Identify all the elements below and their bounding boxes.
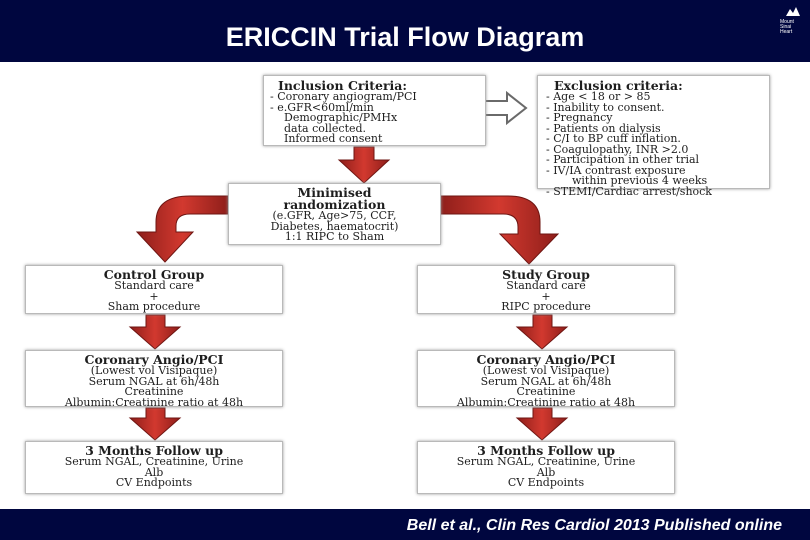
header-bar: ERICCIN Trial Flow Diagram Mount Sinai H… [0, 0, 810, 62]
randomization-line: 1:1 RIPC to Sham [284, 230, 385, 243]
randomization-box: Minimised randomization (e.GFR, Age>75, … [228, 183, 441, 245]
exclusion-line: - Age < 18 or > 85 [546, 90, 651, 103]
followup-line: Alb [144, 465, 164, 479]
study-group-line: Standard care [506, 279, 586, 292]
followup-line: Serum NGAL, Creatinine, Urine [64, 455, 244, 468]
exclusion-line: - Inability to consent. [546, 100, 665, 114]
logo: Mount Sinai Heart [780, 6, 806, 36]
study-group-box: Study Group Standard care + RIPC procedu… [417, 265, 675, 314]
down-arrow-icon [337, 146, 391, 184]
followup-line: CV Endpoints [507, 476, 585, 489]
exclusion-heading: Exclusion criteria: [554, 78, 683, 93]
down-arrow-icon [515, 407, 569, 441]
inclusion-line: Demographic/PMHx [284, 111, 398, 124]
angio-pci-line: Serum NGAL at 6h/48h [480, 374, 612, 388]
angio-pci-line: Albumin:Creatinine ratio at 48h [456, 395, 636, 409]
exclusion-line: - C/I to BP cuff inflation. [546, 132, 681, 145]
inclusion-criteria-box: Inclusion Criteria: - Coronary angiogram… [263, 75, 486, 146]
followup-heading: 3 Months Follow up [477, 443, 615, 458]
page-title: ERICCIN Trial Flow Diagram [225, 22, 585, 52]
randomization-line: (e.GFR, Age>75, CCF, [272, 209, 397, 222]
followup-line: CV Endpoints [115, 476, 193, 489]
down-arrow-icon [128, 407, 182, 441]
control-group-heading: Control Group [103, 267, 205, 282]
followup-box-control: 3 Months Follow up Serum NGAL, Creatinin… [25, 441, 283, 494]
inclusion-line: data collected. [284, 121, 367, 135]
exclusion-line: within previous 4 weeks [572, 174, 708, 187]
exclusion-line: - Participation in other trial [546, 153, 700, 166]
followup-line: Serum NGAL, Creatinine, Urine [456, 455, 636, 468]
inclusion-line: - Coronary angiogram/PCI [270, 90, 417, 103]
study-group-line: + [541, 289, 551, 303]
angio-pci-line: (Lowest vol Visipaque) [482, 364, 610, 377]
study-group-heading: Study Group [502, 267, 590, 282]
exclusion-line: - Patients on dialysis [546, 121, 661, 135]
followup-box-study: 3 Months Follow up Serum NGAL, Creatinin… [417, 441, 675, 494]
logo-text-2: Sinai [780, 24, 792, 30]
angio-pci-line: Creatinine [516, 385, 576, 398]
angio-pci-heading: Coronary Angio/PCI [84, 352, 224, 367]
randomization-line: Diabetes, haematocrit) [270, 219, 399, 233]
inclusion-line: - e.GFR<60ml/min [270, 100, 374, 114]
angio-pci-line: Creatinine [124, 385, 184, 398]
angio-pci-heading: Coronary Angio/PCI [476, 352, 616, 367]
down-arrow-icon [515, 314, 569, 350]
mountain-logo-icon [786, 7, 800, 16]
angio-pci-box-control: Coronary Angio/PCI (Lowest vol Visipaque… [25, 350, 283, 407]
control-group-line: Sham procedure [107, 300, 201, 313]
logo-text-3: Heart [780, 29, 793, 35]
exclusion-line: - Coagulopathy, INR >2.0 [546, 142, 689, 156]
exclusion-line: - STEMI/Cardiac arrest/shock [546, 184, 712, 198]
curved-arrow-left-icon [135, 195, 229, 263]
study-group-line: RIPC procedure [501, 300, 591, 313]
control-group-box: Control Group Standard care + Sham proce… [25, 265, 283, 314]
right-arrow-icon [484, 90, 528, 126]
exclusion-line: - Pregnancy [546, 111, 613, 124]
angio-pci-line: (Lowest vol Visipaque) [90, 364, 218, 377]
logo-text-1: Mount [780, 19, 794, 25]
down-arrow-icon [128, 314, 182, 350]
control-group-line: Standard care [114, 279, 194, 292]
footer-bar: Bell et al., Clin Res Cardiol 2013 Publi… [0, 509, 810, 540]
randomization-heading: Minimised [297, 185, 372, 200]
exclusion-line: - IV/IA contrast exposure [546, 163, 686, 177]
angio-pci-box-study: Coronary Angio/PCI (Lowest vol Visipaque… [417, 350, 675, 407]
followup-line: Alb [536, 465, 556, 479]
curved-arrow-right-icon [439, 195, 560, 265]
inclusion-line: Informed consent [284, 132, 383, 145]
randomization-heading: randomization [283, 197, 386, 212]
inclusion-heading: Inclusion Criteria: [278, 78, 408, 93]
followup-heading: 3 Months Follow up [85, 443, 223, 458]
citation-text: Bell et al., Clin Res Cardiol 2013 Publi… [406, 517, 782, 534]
exclusion-criteria-box: Exclusion criteria: - Age < 18 or > 85 -… [537, 75, 770, 196]
control-group-line: + [149, 289, 159, 303]
angio-pci-line: Serum NGAL at 6h/48h [88, 374, 220, 388]
angio-pci-line: Albumin:Creatinine ratio at 48h [64, 395, 244, 409]
